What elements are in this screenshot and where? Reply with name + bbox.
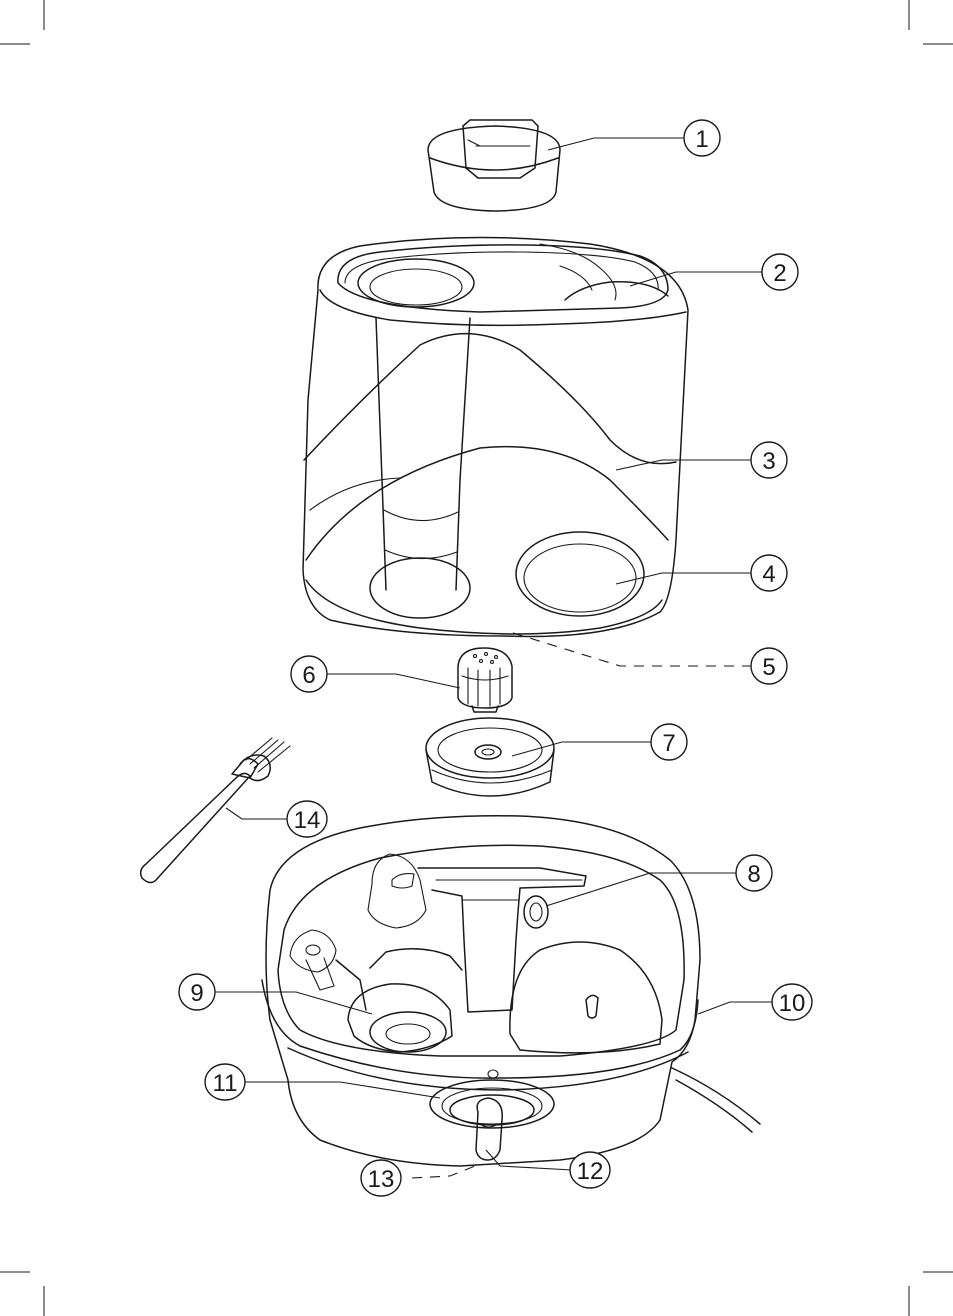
callout-3-label: 3 xyxy=(762,448,775,475)
part-cap xyxy=(428,120,560,211)
callout-13: 13 xyxy=(361,1160,401,1196)
callout-10: 10 xyxy=(772,984,812,1020)
callout-7: 7 xyxy=(651,724,687,760)
callout-1: 1 xyxy=(684,120,720,156)
callout-1-label: 1 xyxy=(695,126,708,153)
callout-6: 6 xyxy=(291,656,327,692)
callout-12: 12 xyxy=(570,1152,610,1188)
callout-11: 11 xyxy=(205,1064,245,1100)
callout-14-label: 14 xyxy=(294,807,321,834)
leader-lines xyxy=(214,138,774,1178)
callout-10-label: 10 xyxy=(779,990,806,1017)
callout-3: 3 xyxy=(751,442,787,478)
callout-5: 5 xyxy=(751,648,787,684)
part-filter-cartridge xyxy=(458,648,512,712)
callout-9-label: 9 xyxy=(190,980,203,1007)
part-base xyxy=(262,816,760,1166)
callout-2: 2 xyxy=(762,254,798,290)
callout-2-label: 2 xyxy=(773,260,786,287)
callout-7-label: 7 xyxy=(662,730,675,757)
callout-6-label: 6 xyxy=(302,662,315,689)
callout-4-label: 4 xyxy=(762,561,775,588)
callout-8: 8 xyxy=(736,855,772,891)
part-cleaning-brush xyxy=(141,738,290,883)
callout-8-label: 8 xyxy=(747,861,760,888)
callout-14: 14 xyxy=(287,801,327,837)
part-tray xyxy=(426,718,554,796)
callout-11-label: 11 xyxy=(213,1070,238,1097)
part-water-tank xyxy=(303,237,688,636)
callout-12-label: 12 xyxy=(577,1158,604,1185)
callout-4: 4 xyxy=(751,555,787,591)
callout-5-label: 5 xyxy=(762,654,775,681)
callout-13-label: 13 xyxy=(368,1166,395,1193)
callout-9: 9 xyxy=(179,974,215,1010)
